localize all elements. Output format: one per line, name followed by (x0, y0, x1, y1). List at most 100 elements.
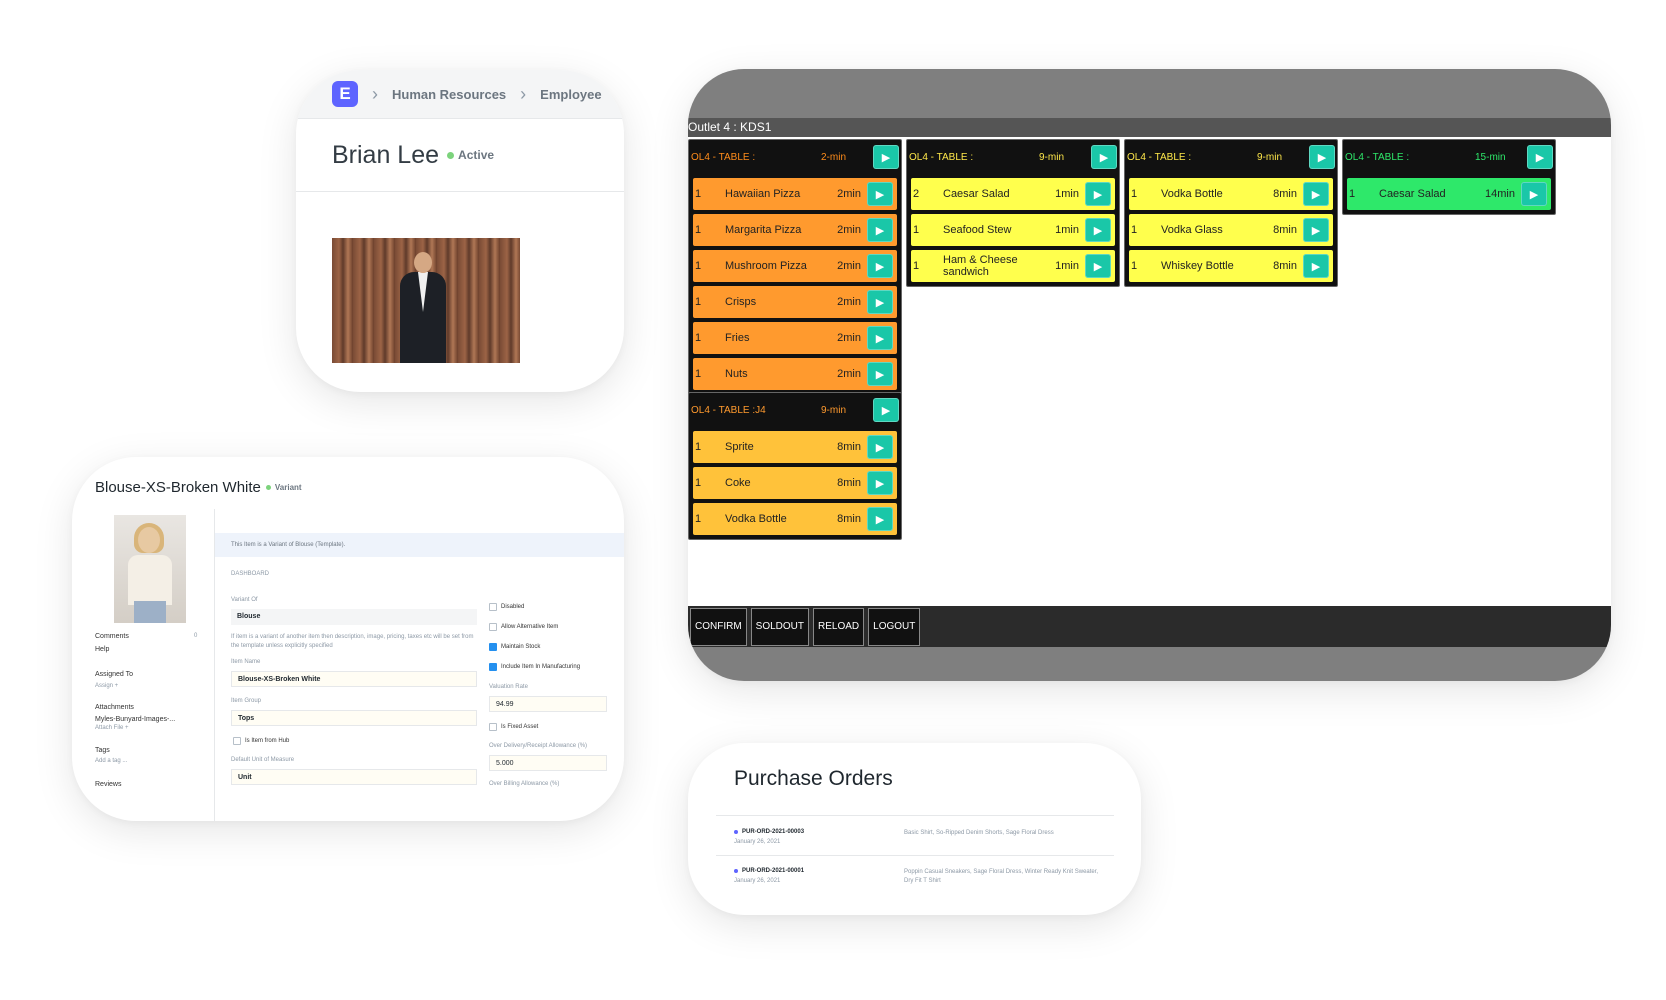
play-icon[interactable]: ▶ (867, 471, 893, 495)
play-icon[interactable]: ▶ (873, 398, 899, 422)
include-in-manufacturing-checkbox[interactable]: Include Item In Manufacturing (489, 663, 580, 671)
breadcrumb: E › Human Resources › Employee (296, 70, 624, 119)
variant-badge: Variant (274, 483, 302, 492)
play-icon[interactable]: ▶ (1521, 182, 1547, 206)
checkbox-label: Disabled (501, 604, 525, 610)
comments-link[interactable]: Comments (95, 633, 129, 640)
play-icon[interactable]: ▶ (867, 507, 893, 531)
help-link[interactable]: Help (95, 646, 110, 653)
item-minutes: 2min (837, 224, 861, 236)
play-icon[interactable]: ▶ (1303, 254, 1329, 278)
play-icon[interactable]: ▶ (1085, 218, 1111, 242)
item-qty: 2 (913, 188, 920, 200)
allow-alternative-item-checkbox[interactable]: Allow Alternative Item (489, 623, 558, 631)
item-header: Blouse-XS-Broken White Variant (95, 479, 302, 496)
variant-of-field[interactable]: Blouse (231, 609, 477, 625)
po-date: January 26, 2021 (734, 878, 781, 884)
item-name: Margarita Pizza (725, 224, 802, 236)
play-icon[interactable]: ▶ (1303, 182, 1329, 206)
checkbox-label: Is Fixed Asset (501, 724, 539, 730)
valuation-rate-field[interactable]: 94.99 (489, 696, 607, 712)
uom-label: Default Unit of Measure (231, 757, 295, 763)
play-icon[interactable]: ▶ (867, 182, 893, 206)
play-icon[interactable]: ▶ (1085, 182, 1111, 206)
attach-file-link[interactable]: Attach File + (95, 725, 129, 731)
play-icon[interactable]: ▶ (867, 435, 893, 459)
breadcrumb-employee[interactable]: Employee (540, 86, 602, 102)
play-icon[interactable]: ▶ (867, 218, 893, 242)
play-icon[interactable]: ▶ (1085, 254, 1111, 278)
variant-notice: This Item is a Variant of Blouse (Templa… (215, 533, 624, 557)
logout-button[interactable]: LOGOUT (868, 607, 921, 646)
over-delivery-field[interactable]: 5.000 (489, 755, 607, 771)
ticket-timer: 9-min (1257, 151, 1283, 163)
play-icon[interactable]: ▶ (1091, 145, 1117, 169)
is-item-from-hub-checkbox[interactable]: Is Item from Hub (233, 737, 289, 745)
item-name: Vodka Bottle (725, 513, 787, 525)
item-name: Fries (725, 332, 750, 344)
item-sidebar: Comments 0 Help Assigned To Assign + Att… (72, 509, 214, 821)
item-name-field[interactable]: Blouse-XS-Broken White (231, 671, 477, 687)
item-group-field[interactable]: Tops (231, 710, 477, 726)
add-tag-link[interactable]: Add a tag ... (95, 758, 128, 764)
play-icon[interactable]: ▶ (1303, 218, 1329, 242)
play-icon[interactable]: ▶ (867, 362, 893, 386)
play-icon[interactable]: ▶ (1309, 145, 1335, 169)
list-item[interactable]: PUR-ORD-2021-00003 January 26, 2021 Basi… (734, 829, 1114, 863)
item-minutes: 2min (837, 332, 861, 344)
item-qty: 1 (1131, 260, 1138, 272)
soldout-button[interactable]: SOLDOUT (750, 607, 810, 646)
list-item[interactable]: PUR-ORD-2021-00001 January 26, 2021 Popp… (734, 868, 1114, 902)
is-fixed-asset-checkbox[interactable]: Is Fixed Asset (489, 723, 538, 731)
play-icon[interactable]: ▶ (867, 290, 893, 314)
po-id[interactable]: PUR-ORD-2021-00003 (734, 829, 804, 835)
maintain-stock-checkbox[interactable]: Maintain Stock (489, 643, 540, 651)
play-icon[interactable]: ▶ (867, 326, 893, 350)
attachment-file-link[interactable]: Myles-Bunyard-Images-... (95, 716, 176, 723)
person-shirt (418, 272, 428, 312)
play-icon[interactable]: ▶ (1527, 145, 1553, 169)
play-icon[interactable]: ▶ (873, 145, 899, 169)
breadcrumb-human-resources[interactable]: Human Resources (392, 86, 507, 102)
assign-link[interactable]: Assign + (95, 683, 119, 689)
item-qty: 1 (1349, 188, 1356, 200)
disabled-checkbox[interactable]: Disabled (489, 603, 524, 611)
employee-photo[interactable] (332, 238, 520, 363)
dashboard-toggle[interactable]: DASHBOARD (231, 571, 270, 577)
ticket-header: OL4 - TABLE :2-min▶ (689, 140, 901, 174)
play-icon[interactable]: ▶ (867, 254, 893, 278)
person-head (414, 252, 432, 273)
reload-button[interactable]: RELOAD (813, 607, 865, 646)
item-image[interactable] (114, 515, 186, 623)
app-logo[interactable]: E (332, 81, 358, 107)
page-title: Purchase Orders (734, 767, 893, 790)
ticket-timer: 9-min (1039, 151, 1065, 163)
item-name: Crisps (725, 296, 757, 308)
po-id[interactable]: PUR-ORD-2021-00001 (734, 868, 804, 874)
ticket-table: OL4 - TABLE : (1345, 151, 1410, 163)
checkbox-icon (233, 737, 241, 745)
item-minutes: 8min (1273, 224, 1297, 236)
uom-field[interactable]: Unit (231, 769, 477, 785)
confirm-button[interactable]: CONFIRM (690, 607, 747, 646)
po-items: Poppin Casual Sneakers, Sage Floral Dres… (904, 869, 1099, 884)
ticket-header: OL4 - TABLE :9-min▶ (907, 140, 1119, 174)
